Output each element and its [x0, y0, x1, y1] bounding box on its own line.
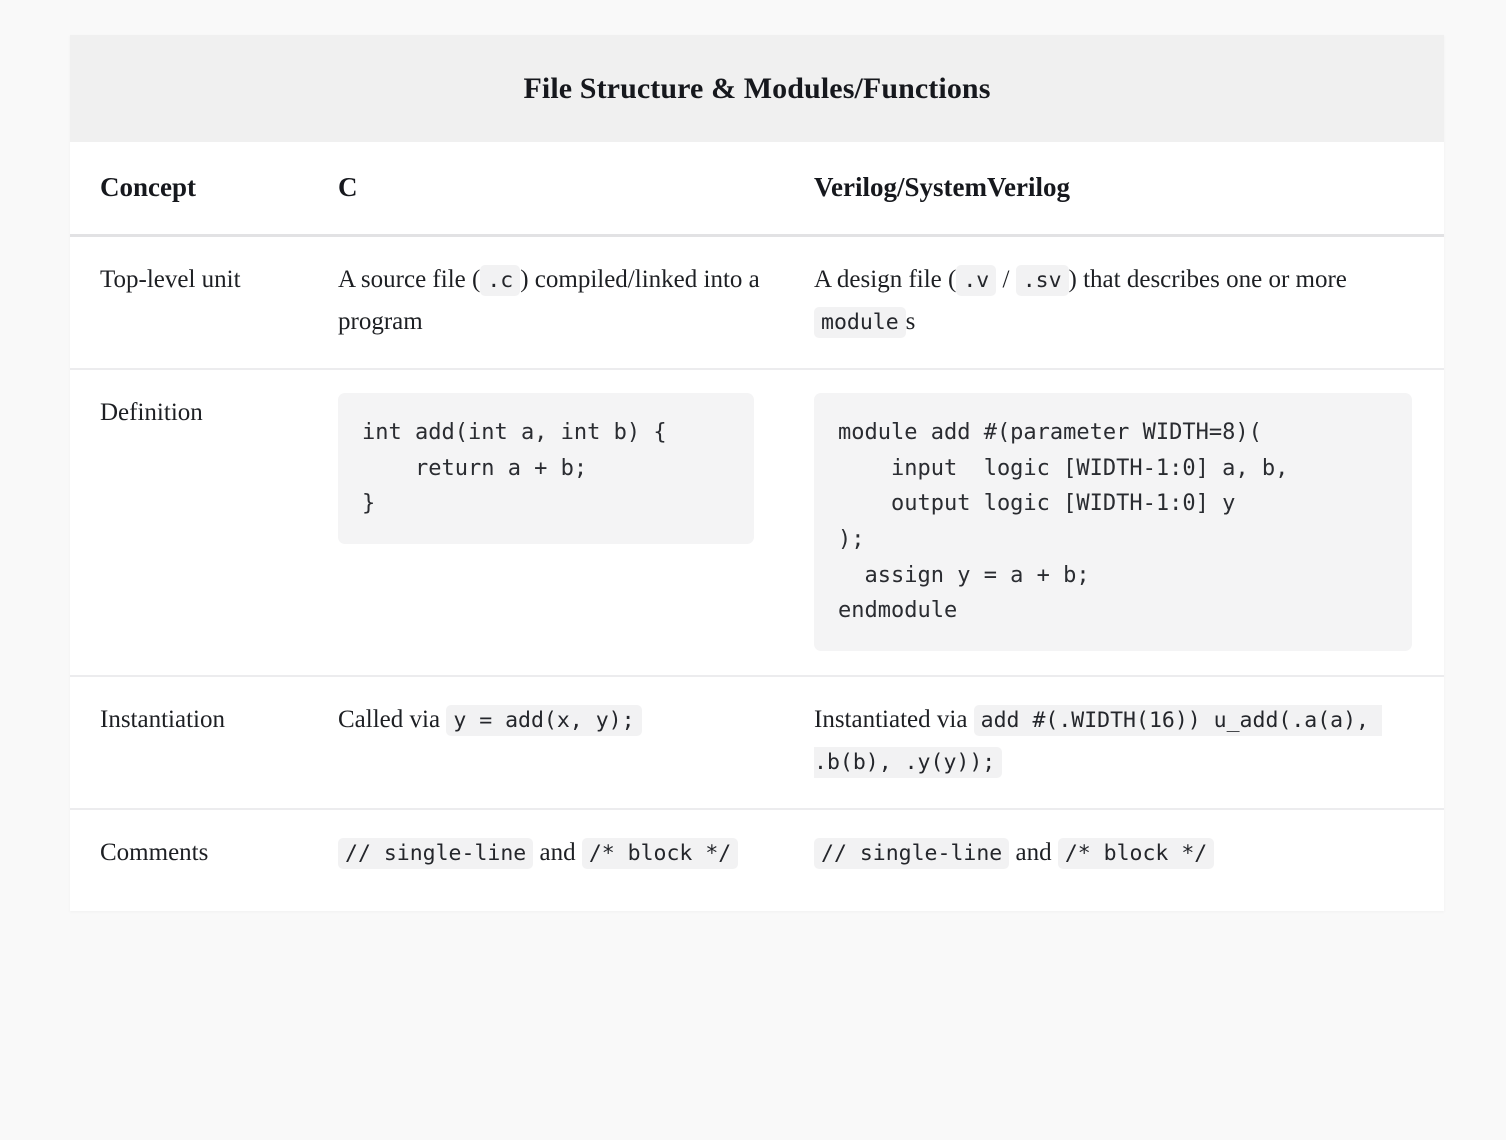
table-row: Definition int add(int a, int b) { return… — [70, 370, 1444, 677]
table-row: Instantiation Called via y = add(x, y); In… — [70, 677, 1444, 810]
table-title: File Structure & Modules/Functions — [70, 35, 1444, 142]
inline-code: // single-line — [814, 837, 1010, 869]
cell-text: Top-level unit — [100, 266, 241, 294]
table-cell-c: // single-line and /* block */ — [338, 833, 814, 875]
table-cell-concept: Definition — [70, 393, 338, 432]
table-cell-concept: Comments — [70, 833, 338, 872]
column-header-c: C — [338, 172, 358, 202]
cell-text: Definition — [100, 399, 203, 427]
cell-text: Comments — [100, 838, 209, 866]
inline-code: add #(.WIDTH(16)) u_add(.a(a), .b(b), .y… — [814, 704, 1382, 778]
table-cell-verilog: A design file (.v / .sv) that describes … — [814, 260, 1444, 344]
column-header-concept: Concept — [100, 172, 196, 202]
cell-text: // single-line and /* block */ — [814, 833, 1422, 875]
table-cell-verilog: module add #(parameter WIDTH=8)( input l… — [814, 393, 1444, 651]
table-cell-c: int add(int a, int b) { return a + b; } — [338, 393, 814, 545]
table-row: Top-level unit A source file (.c) compile… — [70, 237, 1444, 371]
table-body: Top-level unit A source file (.c) compile… — [70, 237, 1444, 910]
cell-text: A design file (.v / .sv) that describes … — [814, 260, 1422, 344]
cell-text: Instantiation — [100, 705, 225, 733]
cell-text: A source file (.c) compiled/linked into … — [338, 265, 760, 336]
inline-code: .v — [956, 265, 997, 297]
cell-text: Instantiated via add #(.WIDTH(16)) u_add… — [814, 700, 1422, 784]
inline-code: /* block */ — [1057, 837, 1215, 869]
inline-code: module — [814, 307, 906, 339]
table-cell-concept: Top-level unit — [70, 260, 338, 299]
comparison-table: File Structure & Modules/Functions Conce… — [70, 35, 1444, 911]
table-cell-c: A source file (.c) compiled/linked into … — [338, 260, 814, 341]
table-cell-concept: Instantiation — [70, 700, 338, 739]
column-header-verilog: Verilog/SystemVerilog — [814, 172, 1070, 202]
table-cell-verilog: // single-line and /* block */ — [814, 833, 1444, 875]
inline-code: .c — [480, 265, 521, 297]
code-block-systemverilog: module add #(parameter WIDTH=8)( input l… — [814, 393, 1412, 651]
cell-text: // single-line and /* block */ — [338, 833, 778, 875]
cell-text: Called via y = add(x, y); — [338, 700, 778, 742]
table-cell-c: Called via y = add(x, y); — [338, 700, 814, 742]
table-header-row: Concept C Verilog/SystemVerilog — [70, 142, 1444, 238]
table-row: Comments// single-line and /* block *///… — [70, 810, 1444, 911]
inline-code: // single-line — [338, 837, 534, 869]
inline-code: y = add(x, y); — [446, 704, 642, 736]
inline-code: .sv — [1015, 265, 1069, 297]
table-cell-verilog: Instantiated via add #(.WIDTH(16)) u_add… — [814, 700, 1444, 784]
code-block-c: int add(int a, int b) { return a + b; } — [338, 393, 754, 545]
inline-code: /* block */ — [581, 837, 739, 869]
